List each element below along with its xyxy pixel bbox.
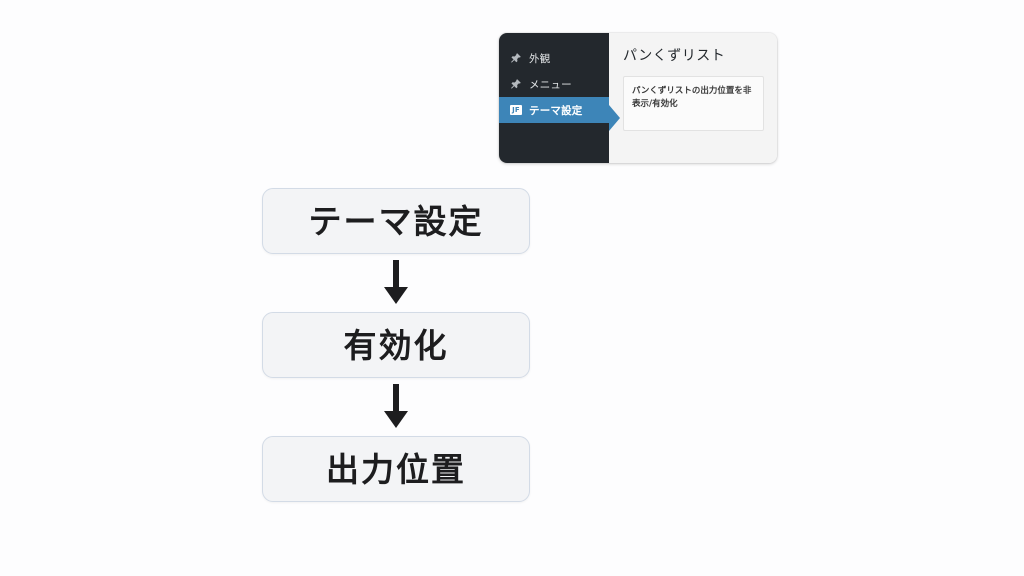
admin-callout-widget: 外観 メニュー JF テーマ設定 パンくずリスト パンくずリストの出力位置を非表… (499, 33, 777, 163)
theme-badge-text: JF (510, 105, 522, 115)
flow-step-output-position: 出力位置 (262, 436, 530, 502)
panel-title: パンくずリスト (623, 48, 726, 64)
sidebar-item-label: メニュー (529, 78, 572, 91)
flowchart: テーマ設定 有効化 出力位置 (262, 188, 530, 502)
pin-icon (509, 77, 523, 91)
sidebar-item-theme-settings[interactable]: JF テーマ設定 (499, 97, 609, 123)
flow-step-label: 有効化 (343, 325, 449, 365)
flow-step-label: テーマ設定 (308, 201, 484, 241)
flow-step-theme-settings: テーマ設定 (262, 188, 530, 254)
flow-arrow-down-icon (262, 254, 530, 312)
sidebar-item-label: 外観 (529, 52, 551, 65)
flow-step-label: 出力位置 (326, 449, 466, 489)
panel-description-card: パンくずリストの出力位置を非表示/有効化 (623, 76, 764, 131)
theme-badge-icon: JF (509, 103, 523, 117)
admin-sidebar: 外観 メニュー JF テーマ設定 (499, 33, 620, 163)
sidebar-item-appearance[interactable]: 外観 (499, 45, 609, 71)
flow-step-enable: 有効化 (262, 312, 530, 378)
callout-pointer-triangle (609, 105, 620, 131)
flow-arrow-down-icon (262, 378, 530, 436)
pin-icon (509, 51, 523, 65)
panel-description-text: パンくずリストの出力位置を非表示/有効化 (632, 86, 752, 109)
admin-panel: パンくずリスト パンくずリストの出力位置を非表示/有効化 (609, 33, 777, 163)
sidebar-item-label: テーマ設定 (529, 104, 583, 117)
sidebar-item-menus[interactable]: メニュー (499, 71, 609, 97)
